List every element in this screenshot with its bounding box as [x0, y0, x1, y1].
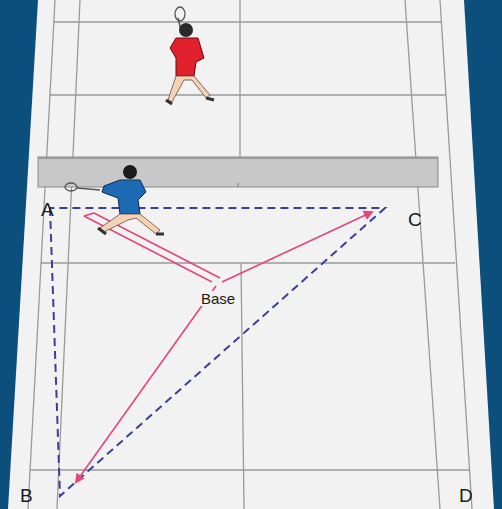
court-lines: [28, 0, 472, 509]
corner-label: B: [20, 486, 33, 505]
court-surface: [8, 0, 494, 509]
far-player: [166, 7, 214, 104]
net: [38, 157, 438, 187]
movement-arrows: [76, 212, 372, 482]
corner-label: C: [408, 210, 422, 229]
near-player: [65, 165, 164, 234]
movement-triangle: [50, 208, 385, 496]
corner-label: D: [459, 486, 473, 505]
base-label: Base: [199, 291, 237, 306]
corner-label: A: [41, 200, 54, 219]
